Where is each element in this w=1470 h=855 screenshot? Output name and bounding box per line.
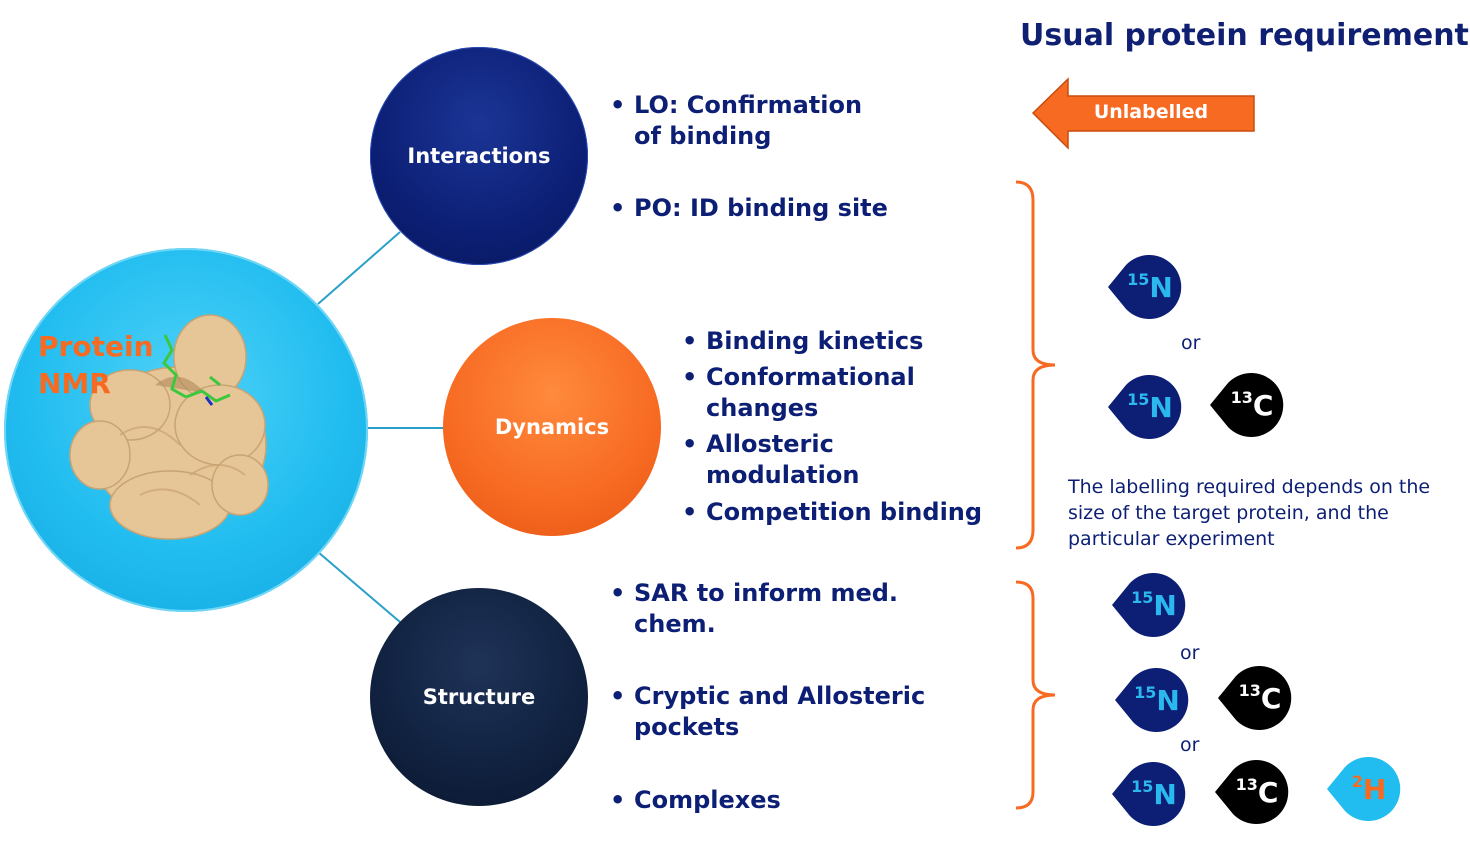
svg-text:15N: 15N <box>1131 777 1177 811</box>
bullet-dot-icon: • <box>682 430 698 458</box>
protein-surface-icon <box>69 314 269 540</box>
badge-n15: 15N <box>1108 255 1182 319</box>
category-circle-interactions: Interactions <box>370 47 588 265</box>
unlabelled-label: Unlabelled <box>1093 101 1209 123</box>
bullet-dot-icon: • <box>610 786 626 814</box>
hub-label: Protein NMR <box>38 328 153 402</box>
bracket-upper <box>1015 180 1056 550</box>
badge-c13: 13C <box>1218 666 1292 730</box>
svg-text:15N: 15N <box>1127 390 1173 424</box>
category-label-interactions: Interactions <box>407 144 551 168</box>
badge-h2: 2H <box>1327 757 1401 821</box>
bracket-lower <box>1015 580 1056 810</box>
category-label-dynamics: Dynamics <box>494 415 610 439</box>
badge-n15: 15N <box>1112 573 1186 637</box>
badge-c13: 13C <box>1210 373 1284 437</box>
bullet-item: •Conformational changes <box>682 363 915 422</box>
svg-text:13C: 13C <box>1231 388 1274 422</box>
page-title: Usual protein requirements <box>1020 18 1470 53</box>
bullet-item: •Binding kinetics <box>682 327 924 355</box>
bullet-item: •PO: ID binding site <box>610 194 888 222</box>
svg-text:2H: 2H <box>1352 772 1387 806</box>
or-label: or <box>1180 642 1200 664</box>
connector-interactions <box>317 231 401 305</box>
bullet-dot-icon: • <box>610 91 626 119</box>
unlabelled-arrow <box>1031 77 1255 150</box>
svg-text:15N: 15N <box>1127 270 1173 304</box>
badge-n15: 15N <box>1108 375 1182 439</box>
bullet-item: •Allosteric modulation <box>682 430 860 489</box>
bullet-dot-icon: • <box>610 579 626 607</box>
svg-text:15N: 15N <box>1131 588 1177 622</box>
badge-n15: 15N <box>1115 668 1189 732</box>
category-label-structure: Structure <box>422 685 536 709</box>
svg-text:13C: 13C <box>1239 681 1282 715</box>
labelling-note: The labelling required depends on the si… <box>1068 476 1431 550</box>
svg-text:15N: 15N <box>1134 683 1180 717</box>
bullet-item: •Complexes <box>610 786 781 814</box>
hub-label-line1: Protein <box>38 330 154 363</box>
bullet-item: •LO: Confirmation of binding <box>610 91 863 150</box>
svg-text:13C: 13C <box>1236 775 1279 809</box>
or-label: or <box>1180 734 1200 756</box>
connector-structure <box>317 551 401 623</box>
bullet-dot-icon: • <box>682 327 698 355</box>
bullet-item: •SAR to inform med. chem. <box>610 579 899 638</box>
bullet-item: •Cryptic and Allosteric pockets <box>610 682 926 741</box>
hub-label-line2: NMR <box>38 367 111 400</box>
or-label: or <box>1181 332 1201 354</box>
bullet-item: •Competition binding <box>682 498 983 526</box>
bullet-dot-icon: • <box>610 682 626 710</box>
bullet-dot-icon: • <box>682 498 698 526</box>
badge-n15: 15N <box>1112 762 1186 826</box>
bullet-dot-icon: • <box>610 194 626 222</box>
badge-c13: 13C <box>1215 760 1289 824</box>
bullet-dot-icon: • <box>682 363 698 391</box>
category-circle-dynamics: Dynamics <box>443 318 661 536</box>
category-circle-structure: Structure <box>370 588 588 806</box>
